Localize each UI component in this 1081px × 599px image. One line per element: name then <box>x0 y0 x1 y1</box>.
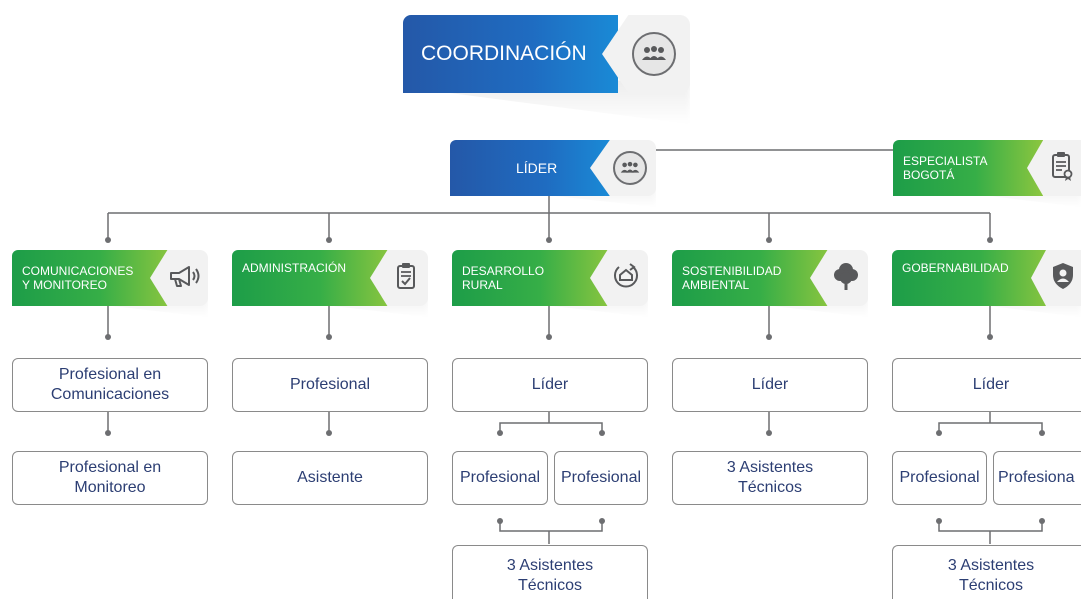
connector-dot <box>326 237 332 243</box>
connector-dot <box>105 237 111 243</box>
area-label-line2: AMBIENTAL <box>682 278 750 292</box>
role-label-line2: Técnicos <box>737 479 803 496</box>
connector-dot <box>105 334 111 340</box>
role-box: Profesional <box>892 451 987 505</box>
role-box: Profesional <box>232 358 428 412</box>
shield-person-icon <box>1051 262 1075 295</box>
coordination-header: COORDINACIÓN <box>403 15 690 125</box>
area-header-administracion: ADMINISTRACIÓN <box>232 250 428 318</box>
role-label: Asistente <box>297 469 363 486</box>
area-header-gobernabilidad: GOBERNABILIDAD <box>892 250 1081 318</box>
connector-dot <box>326 334 332 340</box>
role-box: 3 Asistentes Técnicos <box>892 545 1081 599</box>
home-cycle-icon <box>611 261 641 296</box>
role-label: Líder <box>531 376 569 393</box>
role-label: Profesional <box>289 376 371 393</box>
role-label-line1: 3 Asistentes <box>506 557 594 574</box>
role-label-line1: Profesional en <box>58 459 162 476</box>
role-label-line1: 3 Asistentes <box>726 459 814 476</box>
role-box: Líder <box>672 358 868 412</box>
role-label: Profesional <box>459 469 541 486</box>
role-label-line1: 3 Asistentes <box>947 557 1035 574</box>
role-box: 3 Asistentes Técnicos <box>452 545 648 599</box>
area-header-desarrollo-rural: DESARROLLO RURAL <box>452 250 648 318</box>
role-label-line2: Comunicaciones <box>50 386 170 403</box>
role-box: Líder <box>452 358 648 412</box>
role-label-line2: Monitoreo <box>74 479 146 496</box>
connector-dot <box>599 518 605 524</box>
role-box: Profesional <box>554 451 648 505</box>
people-group-icon <box>613 151 647 185</box>
connector-dot <box>1039 518 1045 524</box>
role-box: 3 Asistentes Técnicos <box>672 451 868 505</box>
connector-dot <box>546 334 552 340</box>
connector-dot <box>987 334 993 340</box>
role-box: Profesiona <box>993 451 1081 505</box>
connector-dot <box>326 430 332 436</box>
clipboard-certificate-icon <box>1051 151 1073 186</box>
area-label-line1: DESARROLLO <box>462 264 545 278</box>
connector-dot <box>546 237 552 243</box>
area-label-line1: ADMINISTRACIÓN <box>242 261 347 275</box>
specialist-label-line1: ESPECIALISTA <box>903 154 988 168</box>
area-label-line2: RURAL <box>462 278 503 292</box>
connector-dot <box>105 430 111 436</box>
specialist-header: ESPECIALISTA BOGOTÁ <box>893 140 1081 208</box>
leader-label: LÍDER <box>516 160 558 176</box>
role-box: Profesional en Comunicaciones <box>12 358 208 412</box>
role-box: Profesional <box>452 451 548 505</box>
area-label-line1: GOBERNABILIDAD <box>902 261 1009 275</box>
role-label: Profesional <box>899 469 980 486</box>
people-group-icon <box>632 32 676 76</box>
connector-dot <box>766 430 772 436</box>
role-label: Líder <box>972 376 1010 393</box>
connector-dot <box>936 430 942 436</box>
area-label-line1: COMUNICACIONES <box>22 264 134 278</box>
megaphone-icon <box>169 264 203 293</box>
connector-dot <box>599 430 605 436</box>
role-label: Líder <box>751 376 789 393</box>
area-header-comunicaciones: COMUNICACIONES Y MONITOREO <box>12 250 208 318</box>
role-label: Profesiona <box>998 469 1075 486</box>
connector-dot <box>1039 430 1045 436</box>
connector-dot <box>766 334 772 340</box>
role-box: Líder <box>892 358 1081 412</box>
connector-dot <box>497 518 503 524</box>
coordination-label: COORDINACIÓN <box>421 42 587 65</box>
clipboard-check-icon <box>396 262 416 295</box>
tree-icon <box>832 261 860 296</box>
connector-dot <box>497 430 503 436</box>
role-label: Profesional <box>560 469 642 486</box>
leader-header: LÍDER <box>450 140 656 208</box>
area-header-sostenibilidad: SOSTENIBILIDAD AMBIENTAL <box>672 250 868 318</box>
area-label-line1: SOSTENIBILIDAD <box>682 264 782 278</box>
role-box: Profesional en Monitoreo <box>12 451 208 505</box>
role-box: Asistente <box>232 451 428 505</box>
role-label-line2: Técnicos <box>517 577 583 594</box>
area-label-line2: Y MONITOREO <box>22 278 107 292</box>
connector-dot <box>766 237 772 243</box>
role-label-line1: Profesional en <box>58 366 162 383</box>
connector-dot <box>987 237 993 243</box>
specialist-label-line2: BOGOTÁ <box>903 168 955 182</box>
role-label-line2: Técnicos <box>958 577 1024 594</box>
connector-dot <box>936 518 942 524</box>
